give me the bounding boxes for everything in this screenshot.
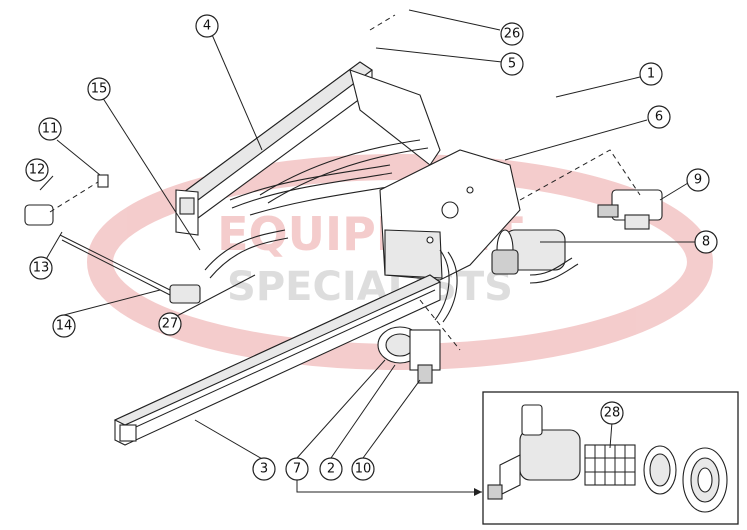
callout-2: 2 (319, 457, 343, 481)
svg-text:13: 13 (33, 261, 50, 276)
svg-text:26: 26 (504, 27, 521, 42)
callout-5: 5 (500, 52, 524, 76)
callout-28: 28 (600, 401, 624, 425)
svg-text:8: 8 (702, 235, 710, 250)
callout-11: 11 (38, 117, 62, 141)
detail-screen (584, 444, 636, 486)
pump-motor (491, 229, 579, 284)
lower-spray-bar (113, 274, 442, 446)
svg-text:2: 2 (327, 462, 335, 477)
callout-9: 9 (686, 168, 710, 192)
callout-26: 26 (500, 22, 524, 46)
upper-frame-rail (175, 61, 441, 236)
callout-6: 6 (647, 105, 671, 129)
callout-3: 3 (252, 457, 276, 481)
leader-lines (39, 9, 695, 461)
svg-text:14: 14 (56, 319, 73, 334)
svg-text:9: 9 (694, 173, 702, 188)
svg-text:7: 7 (293, 462, 301, 477)
bar-hoses (204, 229, 458, 323)
svg-text:1: 1 (647, 67, 655, 82)
assembly-lines (49, 14, 641, 351)
detail-arrowhead (474, 488, 482, 496)
callout-7: 7 (285, 457, 309, 481)
callout-13: 13 (29, 256, 53, 280)
svg-text:10: 10 (355, 462, 372, 477)
detail-strainer-body (487, 404, 581, 500)
detail-inset (296, 391, 739, 525)
svg-text:3: 3 (260, 462, 268, 477)
detail-bowl (643, 445, 677, 495)
svg-text:28: 28 (604, 406, 621, 421)
hose-bundle (229, 139, 429, 216)
callout-27: 27 (158, 312, 182, 336)
svg-text:27: 27 (162, 317, 179, 332)
svg-text:12: 12 (29, 163, 46, 178)
svg-text:11: 11 (42, 122, 59, 137)
callout-12: 12 (25, 158, 49, 182)
callout-10: 10 (351, 457, 375, 481)
detail-cap (682, 447, 728, 513)
callout-8: 8 (694, 230, 718, 254)
callout-15: 15 (87, 77, 111, 101)
nozzle-assembly (24, 174, 201, 304)
strainer-assembly (377, 326, 441, 384)
pressure-switch (597, 189, 663, 230)
callout-1: 1 (639, 62, 663, 86)
svg-text:4: 4 (203, 19, 211, 34)
callout-4: 4 (195, 14, 219, 38)
svg-text:15: 15 (91, 82, 108, 97)
callout-14: 14 (52, 314, 76, 338)
svg-text:6: 6 (655, 110, 663, 125)
pump-mount-plate (379, 149, 521, 281)
svg-text:5: 5 (508, 57, 516, 72)
